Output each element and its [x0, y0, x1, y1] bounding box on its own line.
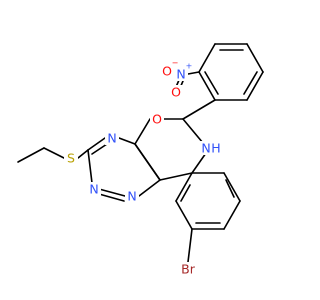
bond-37	[225, 179, 235, 198]
bond-40	[187, 228, 193, 263]
bond-23	[87, 149, 93, 184]
bond-32	[223, 172, 241, 202]
atom-label-O: O	[171, 85, 181, 100]
atom-label-O: O	[152, 112, 162, 127]
bond-30	[17, 147, 45, 163]
bond-28	[77, 149, 89, 159]
bond-29	[43, 147, 65, 159]
bond-2	[246, 71, 264, 101]
bond-8	[204, 71, 219, 95]
atom-O-nitro-double: O	[169, 85, 183, 100]
bond-5	[198, 43, 216, 73]
bond-16	[182, 118, 204, 144]
atom-label-S: S	[67, 151, 75, 166]
bond-27	[134, 143, 161, 181]
molecule-structure: O − N + O O N S N N	[17, 43, 264, 277]
bond-39	[180, 184, 191, 202]
atom-N-triazine-bottom: N	[125, 189, 139, 204]
bond-13	[182, 99, 216, 120]
bond-9	[187, 71, 200, 75]
atom-label-N: N	[89, 182, 98, 197]
atom-Br: Br	[177, 262, 199, 277]
bond-33	[223, 200, 241, 230]
atom-label-O: O	[162, 64, 172, 79]
positive-charge: +	[186, 62, 193, 71]
atom-label-N: N	[201, 141, 210, 156]
bond-18	[159, 172, 193, 181]
atom-label-N: N	[107, 131, 116, 146]
bond-35	[175, 200, 193, 230]
bond-21	[87, 137, 106, 151]
atom-N-nitro: N +	[174, 62, 192, 82]
bond-25	[98, 193, 125, 202]
bond-7	[243, 71, 258, 95]
bond-22	[91, 143, 108, 155]
bond-24	[98, 188, 126, 197]
atom-O-nitro-minus: O −	[160, 59, 178, 79]
atom-label-layer: O − N + O O N S N N	[64, 59, 221, 277]
atom-N-triazine-left: N	[87, 182, 101, 197]
atom-label-H: H	[211, 141, 220, 156]
bond-1	[246, 43, 264, 73]
atom-NH: N H	[199, 141, 221, 156]
atom-label-N: N	[127, 189, 136, 204]
bond-36	[175, 172, 193, 202]
bond-4	[198, 71, 216, 101]
bond-17	[191, 152, 207, 174]
bond-20	[118, 137, 136, 145]
bond-layer	[17, 43, 264, 263]
atom-label-N: N	[176, 67, 185, 82]
bond-26	[138, 179, 161, 197]
atom-N-triazine-top: N	[105, 131, 119, 146]
atom-O-ring: O	[150, 112, 164, 127]
atom-label-Br: Br	[181, 262, 196, 277]
bond-15	[134, 118, 151, 145]
atom-S: S	[64, 151, 78, 166]
negative-charge: −	[172, 59, 179, 68]
